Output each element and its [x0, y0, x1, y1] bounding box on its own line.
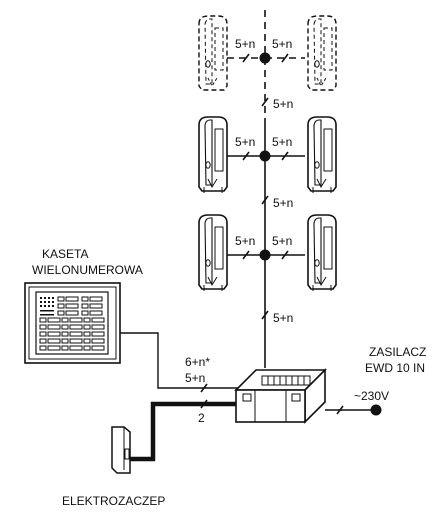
cable-label-floor1-right: 5+n [272, 234, 292, 248]
handset-icon-floor1-right [307, 214, 337, 292]
handset-icon-floor1-left [198, 214, 228, 292]
cable-label-floor2-right: 5+n [272, 135, 292, 149]
cable-label-panel-b: 5+n [185, 371, 205, 385]
psu-title-line2: EWD 10 IN [365, 361, 425, 375]
psu-title-line1: ZASILACZ [369, 345, 426, 359]
junction-node [259, 249, 271, 261]
junction-node [259, 52, 271, 64]
cable-label-riser-2: 5+n [273, 196, 293, 210]
handset-icon-optional-left [198, 15, 228, 91]
power-supply-icon [234, 368, 327, 424]
panel-cable [120, 332, 246, 389]
lock-title: ELEKTROZACZEP [62, 494, 165, 508]
entry-panel-icon [24, 282, 121, 364]
electric-strike-icon [111, 426, 131, 474]
panel-title-line1: KASETA [42, 247, 88, 261]
cable-label-floor1-left: 5+n [235, 234, 255, 248]
handset-icon-optional-right [307, 15, 337, 91]
cable-label-floor2-left: 5+n [235, 135, 255, 149]
junction-node [259, 150, 271, 162]
handset-icon-floor2-left [198, 116, 228, 194]
panel-title-line2: WIELONUMEROWA [32, 263, 143, 277]
cable-label-riser-3: 5+n [273, 311, 293, 325]
lock-cable [130, 401, 242, 462]
cable-label-top-right: 5+n [272, 37, 292, 51]
cable-label-panel-a: 6+n* [185, 355, 210, 369]
cable-label-lock: 2 [198, 411, 205, 425]
handset-icon-floor2-right [307, 116, 337, 194]
mains-label: ~230V [354, 389, 389, 403]
mains-terminal [370, 404, 382, 416]
cable-label-riser-1: 5+n [273, 97, 293, 111]
cable-label-top-left: 5+n [235, 37, 255, 51]
